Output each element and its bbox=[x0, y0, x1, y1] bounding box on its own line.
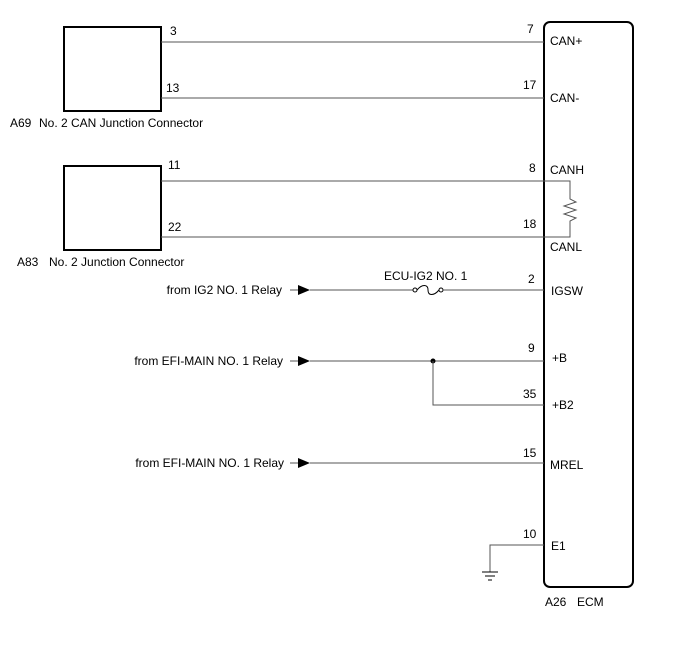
ecm-pin-label-can-minus: CAN- bbox=[550, 91, 579, 105]
fuse-label: ECU-IG2 NO. 1 bbox=[384, 269, 468, 283]
a83-pin-top: 11 bbox=[168, 158, 181, 172]
connector-a69-box bbox=[63, 26, 162, 112]
ecm-name: ECM bbox=[577, 595, 604, 609]
ecm-pin-label-b2: +B2 bbox=[552, 398, 574, 412]
ecm-pin-num-can-minus: 17 bbox=[523, 78, 537, 92]
ecm-pin-label-canh: CANH bbox=[550, 163, 584, 177]
ecm-code: A26 bbox=[545, 595, 567, 609]
source-mrel: from EFI-MAIN NO. 1 Relay bbox=[135, 456, 284, 470]
ecm-pin-num-mrel: 15 bbox=[523, 446, 537, 460]
arrow-mrel-icon bbox=[298, 458, 310, 468]
ecm-pin-label-igsw: IGSW bbox=[551, 284, 584, 298]
a83-name: No. 2 Junction Connector bbox=[49, 255, 184, 269]
arrow-igsw-icon bbox=[298, 285, 310, 295]
source-b: from EFI-MAIN NO. 1 Relay bbox=[134, 354, 283, 368]
fuse-icon bbox=[416, 285, 440, 295]
ecm-pin-num-igsw: 2 bbox=[528, 272, 535, 286]
ecm-pin-label-b: +B bbox=[552, 351, 567, 365]
a69-pin-bottom: 13 bbox=[166, 81, 180, 95]
fuse-right-terminal bbox=[438, 287, 444, 293]
wire-e1 bbox=[489, 544, 544, 572]
a83-pin-bottom: 22 bbox=[168, 220, 182, 234]
ecm-pin-label-can-plus: CAN+ bbox=[550, 34, 582, 48]
ecm-pin-num-b: 9 bbox=[528, 341, 535, 355]
a69-name: No. 2 CAN Junction Connector bbox=[39, 116, 203, 130]
arrow-b-icon bbox=[298, 356, 310, 366]
source-igsw: from IG2 NO. 1 Relay bbox=[167, 283, 282, 297]
a69-code: A69 bbox=[10, 116, 32, 130]
wire-b2 bbox=[432, 361, 544, 406]
a69-pin-top: 3 bbox=[170, 24, 177, 38]
a83-code: A83 bbox=[17, 255, 39, 269]
ecm-pin-label-e1: E1 bbox=[551, 539, 566, 553]
ecm-pin-num-can-plus: 7 bbox=[527, 22, 534, 36]
ecm-pin-num-canh: 8 bbox=[529, 161, 536, 175]
termination-resistor bbox=[544, 180, 578, 238]
ecm-pin-num-canl: 18 bbox=[523, 217, 537, 231]
ecm-pin-num-e1: 10 bbox=[523, 527, 537, 541]
ecm-box bbox=[543, 21, 634, 588]
fuse-left-terminal bbox=[412, 287, 418, 293]
ecm-pin-num-b2: 35 bbox=[523, 387, 537, 401]
ecm-pin-label-canl: CANL bbox=[550, 240, 582, 254]
connector-a83-box bbox=[63, 165, 162, 251]
ecm-pin-label-mrel: MREL bbox=[550, 458, 584, 472]
